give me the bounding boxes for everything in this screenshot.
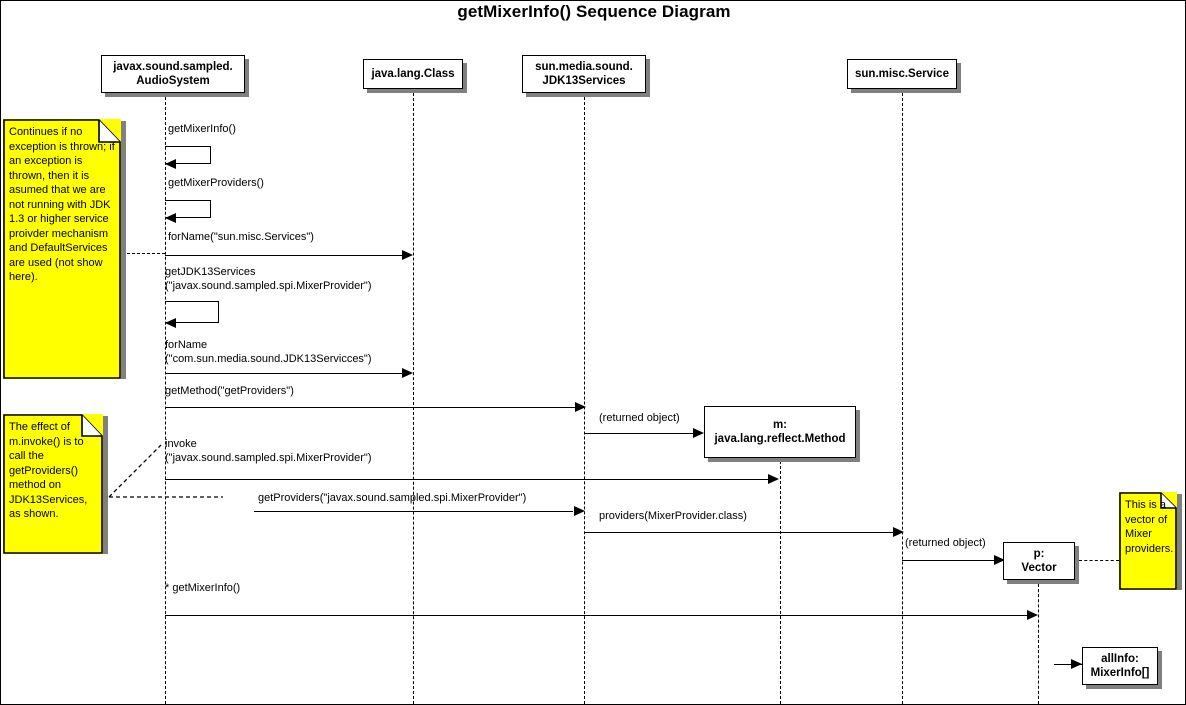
msg-arrowhead-getjdk13services xyxy=(165,318,176,328)
msg-label-getjdk13services: getJDK13Services ("javax.sound.sampled.s… xyxy=(165,266,372,292)
object-box-allinfo[interactable]: allInfo: MixerInfo[] xyxy=(1082,647,1158,685)
msg-selfcall-getjdk13services xyxy=(165,301,219,323)
lifeline-audiosystem xyxy=(165,97,166,704)
lifeline-sunmiscservice xyxy=(902,93,903,704)
msg-line-returned-object-2 xyxy=(902,560,998,561)
msg-label-providers: providers(MixerProvider.class) xyxy=(599,510,747,522)
object-box-method-label: m: java.lang.reflect.Method xyxy=(714,419,846,445)
lifeline-head-sunmiscservice[interactable]: sun.misc.Service xyxy=(847,59,957,89)
object-box-allinfo-label: allInfo: MixerInfo[] xyxy=(1090,653,1150,679)
msg-arrowhead-getmixerinfo xyxy=(165,159,176,169)
msg-label-getmethod: getMethod("getProviders") xyxy=(165,385,294,397)
msg-arrowhead-getproviders xyxy=(574,506,585,516)
note-invoke[interactable]: The effect of m.invoke() is to call the … xyxy=(3,414,103,554)
msg-selfcall-getmixerproviders xyxy=(165,200,211,218)
note-vector-shadow xyxy=(1177,494,1182,590)
lifeline-method-object xyxy=(780,461,781,704)
lifeline-jdk13services xyxy=(584,97,585,704)
msg-arrowhead-providers xyxy=(893,527,904,537)
lifeline-label-jdk13services: sun.media.sound. JDK13Services xyxy=(535,61,633,87)
msg-label-returned-object-1: (returned object) xyxy=(599,412,680,424)
object-box-vector[interactable]: p: Vector xyxy=(1003,542,1075,580)
lifeline-head-javalangclass[interactable]: java.lang.Class xyxy=(363,59,463,89)
note-exception[interactable]: Continues if no exception is thrown; if … xyxy=(3,119,121,379)
msg-label-star-getmixerinfo: * getMixerInfo() xyxy=(165,582,241,594)
lifeline-label-audiosystem: javax.sound.sampled. AudioSystem xyxy=(113,61,233,87)
msg-line-forname-jdk13 xyxy=(165,373,405,374)
note-exception-text: Continues if no exception is thrown; if … xyxy=(9,126,115,283)
msg-arrowhead-invoke xyxy=(768,474,779,484)
object-box-method[interactable]: m: java.lang.reflect.Method xyxy=(704,406,856,458)
page-title: getMixerInfo() Sequence Diagram xyxy=(457,2,731,21)
lifeline-vector-object xyxy=(1038,584,1039,704)
note-invoke-text: The effect of m.invoke() is to call the … xyxy=(9,421,88,520)
note-vector[interactable]: This is a vector of Mixer providers. xyxy=(1119,492,1177,590)
msg-label-invoke: invoke ("javax.sound.sampled.spi.MixerPr… xyxy=(165,438,372,464)
lifeline-head-jdk13services[interactable]: sun.media.sound. JDK13Services xyxy=(522,55,646,93)
msg-arrowhead-getmixerproviders xyxy=(165,213,176,223)
msg-label-forname-services: forName("sun.misc.Services") xyxy=(168,231,314,243)
msg-arrowhead-forname-services xyxy=(402,250,413,260)
lifeline-head-audiosystem[interactable]: javax.sound.sampled. AudioSystem xyxy=(101,55,245,93)
msg-arrowhead-getmethod xyxy=(575,402,586,412)
note-invoke-connector xyxy=(108,444,223,498)
object-box-vector-label: p: Vector xyxy=(1021,548,1057,574)
note-exception-shadow xyxy=(121,121,126,379)
note-invoke-shadow xyxy=(103,416,108,554)
msg-arrowhead-allinfo xyxy=(1071,659,1082,669)
msg-label-getmixerinfo: getMixerInfo() xyxy=(168,123,236,135)
lifeline-label-sunmiscservice: sun.misc.Service xyxy=(855,68,949,80)
msg-line-star-getmixerinfo xyxy=(165,615,1034,616)
msg-line-providers xyxy=(584,532,899,533)
msg-arrowhead-forname-jdk13 xyxy=(402,368,413,378)
msg-line-allinfo xyxy=(1054,664,1082,665)
msg-label-getmixerproviders: getMixerProviders() xyxy=(168,177,264,189)
msg-line-returned-object-1 xyxy=(584,433,697,434)
msg-selfcall-getmixerinfo xyxy=(165,146,211,164)
lifeline-label-javalangclass: java.lang.Class xyxy=(371,68,455,80)
msg-line-forname-services xyxy=(165,255,405,256)
msg-line-getmethod xyxy=(165,407,585,408)
msg-arrowhead-returned-object-2 xyxy=(994,555,1005,565)
msg-line-getproviders xyxy=(254,511,573,512)
msg-arrowhead-returned-object-1 xyxy=(693,428,704,438)
note-vector-text: This is a vector of Mixer providers. xyxy=(1125,499,1174,555)
note-vector-connector xyxy=(1079,560,1119,561)
msg-label-returned-object-2: (returned object) xyxy=(905,537,986,549)
lifeline-javalangclass xyxy=(413,93,414,704)
msg-line-invoke xyxy=(165,479,771,480)
note-exception-connector xyxy=(127,253,165,254)
msg-label-forname-jdk13: forName ("com.sun.media.sound.JDK13Servi… xyxy=(165,339,372,365)
msg-label-getproviders: getProviders("javax.sound.sampled.spi.Mi… xyxy=(258,492,527,504)
msg-arrowhead-star-getmixerinfo xyxy=(1027,610,1038,620)
